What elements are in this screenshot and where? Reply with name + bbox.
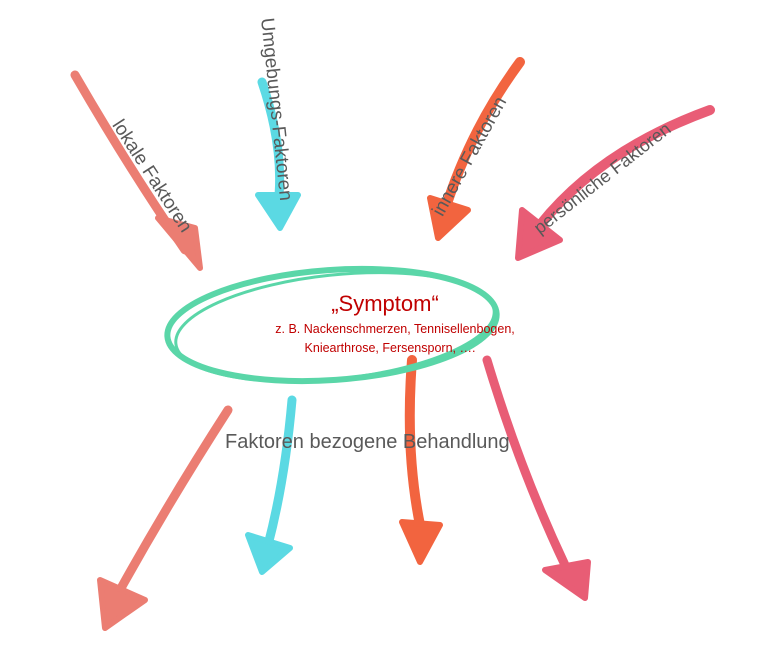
arrow-innere <box>427 57 525 241</box>
arrow-out-1 <box>97 405 233 631</box>
symptom-examples-line-1: z. B. Nackenschmerzen, Tennisellenbogen, <box>275 322 515 336</box>
symptom-examples-line-2: Kniearthrose, Fersensporn, …. <box>304 341 476 355</box>
arrow-umgebung <box>255 77 301 231</box>
symptom-ellipse <box>164 265 500 385</box>
arrow-out-2 <box>245 395 297 575</box>
arrow-lokale <box>70 70 203 271</box>
symptom-title: „Symptom“ <box>331 291 439 316</box>
arrow-persoenlich <box>515 105 715 261</box>
label-behandlung: Faktoren bezogene Behandlung <box>225 431 510 453</box>
arrow-out-3 <box>399 355 443 565</box>
arrow-out-4 <box>482 355 591 601</box>
